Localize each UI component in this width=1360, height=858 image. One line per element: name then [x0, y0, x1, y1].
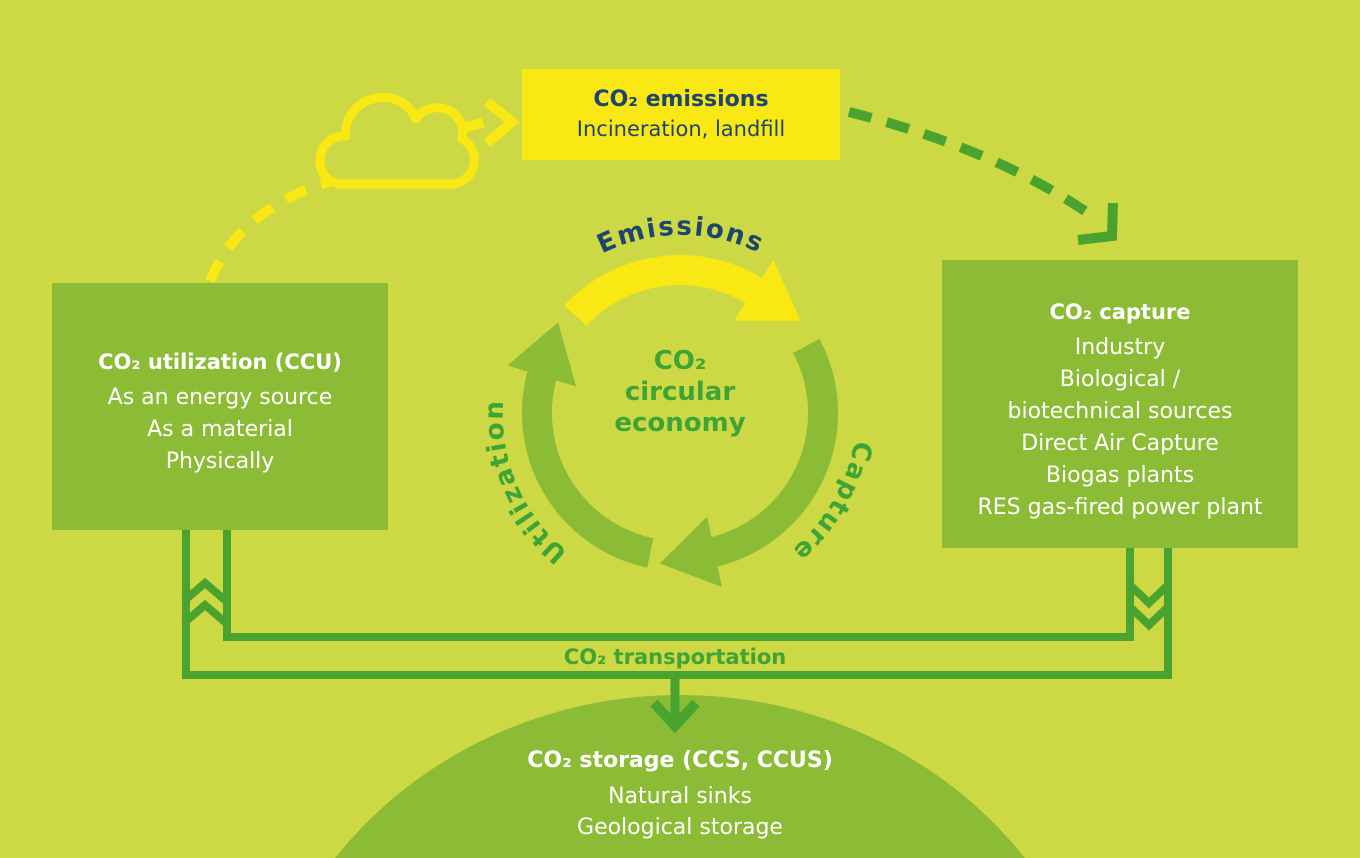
- emissions-box-subtitle: Incineration, landfill: [576, 116, 786, 141]
- cycle-center-line: economy: [614, 408, 746, 438]
- flow-up-chevron-icon: [181, 577, 229, 605]
- capture-item: biotechnical sources: [1007, 399, 1233, 424]
- capture-item: Direct Air Capture: [1021, 431, 1219, 456]
- utilization-item: Physically: [165, 448, 275, 474]
- utilization-box-title: CO₂ utilization (CCU): [98, 349, 342, 374]
- capture-item: RES gas-fired power plant: [977, 495, 1263, 520]
- flow-down-chevron-icon: [1127, 604, 1171, 631]
- utilization-to-atmosphere-dashed-arrow: [205, 176, 334, 283]
- storage-title: CO₂ storage (CCS, CCUS): [527, 748, 833, 773]
- emissions-to-capture-arrowhead-icon: [1077, 202, 1118, 245]
- cloud-to-emissions-dash: [460, 118, 485, 133]
- storage-labels: CO₂ storage (CCS, CCUS) Natural sinks Ge…: [430, 747, 930, 843]
- emissions-box-title: CO₂ emissions: [593, 86, 769, 112]
- capture-item: Industry: [1074, 335, 1166, 360]
- utilization-item: As a material: [147, 416, 293, 442]
- flow-down-chevron-icon: [1127, 582, 1171, 609]
- cycle-label-emissions: Emissions: [593, 212, 769, 260]
- cycle-emissions-arc: [564, 255, 801, 326]
- utilization-item: As an energy source: [107, 384, 333, 410]
- transportation-label: CO₂ transportation: [563, 645, 787, 669]
- emissions-box: CO₂ emissions Incineration, landfill: [522, 69, 840, 160]
- capture-box: CO₂ capture Industry Biological / biotec…: [942, 260, 1298, 548]
- cycle-center-line: circular: [624, 377, 736, 407]
- cycle-center-line: CO₂: [653, 346, 707, 376]
- storage-item: Geological storage: [577, 815, 783, 840]
- cycle-center-title: CO₂ circular economy: [560, 346, 800, 439]
- capture-item: Biogas plants: [1045, 463, 1195, 488]
- cloud-icon: [315, 92, 479, 189]
- capture-box-title: CO₂ capture: [1049, 300, 1191, 324]
- flow-up-chevron-icon: [181, 599, 229, 627]
- emissions-to-capture-dashed-arrow: [847, 107, 1101, 225]
- cycle-label-utilization: Utilization: [480, 398, 573, 569]
- cycle-label-capture: Capture: [786, 439, 877, 568]
- capture-item: Biological /: [1059, 367, 1181, 392]
- cloud-to-emissions-arrowhead-icon: [483, 98, 520, 147]
- utilization-box: CO₂ utilization (CCU) As an energy sourc…: [52, 283, 388, 530]
- storage-item: Natural sinks: [608, 784, 752, 809]
